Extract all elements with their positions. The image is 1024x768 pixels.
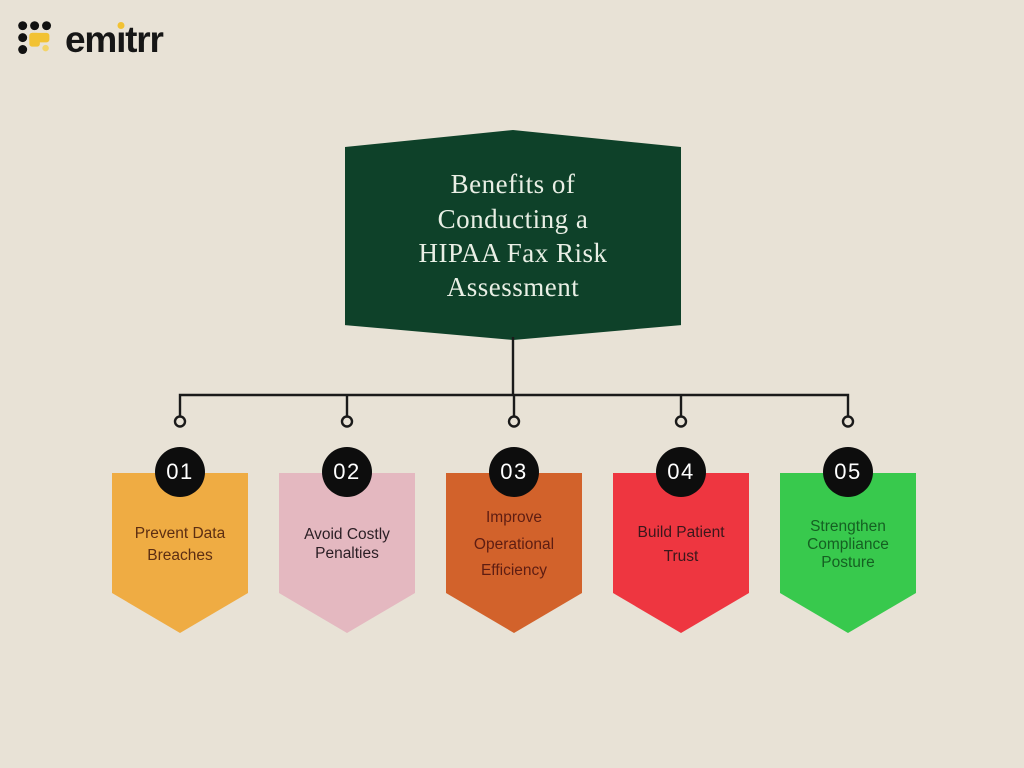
- logo-icon-dots: [18, 21, 52, 55]
- pennant-shape-3: [446, 473, 582, 633]
- logo-text-pre: em: [65, 19, 117, 60]
- benefit-item-2: 02 Avoid Costly Penalties: [279, 447, 415, 637]
- benefit-label-4: Build Patient Trust: [637, 523, 725, 565]
- connector-circle-2: [340, 415, 354, 428]
- benefit-item-5: 05 Strengthen Compliance Posture: [780, 447, 916, 637]
- infographic-title: Benefits of Conducting a HIPAA Fax Risk …: [418, 169, 608, 303]
- number-badge-3: 03: [489, 447, 539, 497]
- logo-letter-i: ı: [116, 19, 126, 62]
- connector-circle-3: [507, 415, 521, 428]
- benefit-label-1: Prevent Data Breaches: [134, 525, 226, 564]
- logo-icon-r-shape: [29, 33, 50, 47]
- benefit-label-5: Strengthen Compliance Posture: [807, 518, 889, 571]
- number-badge-5: 05: [823, 447, 873, 497]
- connector-lines: [178, 337, 850, 416]
- number-badge-2: 02: [322, 447, 372, 497]
- pennant-shape-4: [613, 473, 749, 633]
- benefit-item-3: 03 Improve Operational Efficiency: [446, 447, 582, 637]
- pennant-shape-2: [279, 473, 415, 633]
- connector-circle-1: [173, 415, 187, 428]
- connector-circle-4: [674, 415, 688, 428]
- emitrr-logo-icon: [18, 21, 52, 55]
- number-badge-1: 01: [155, 447, 205, 497]
- benefit-item-4: 04 Build Patient Trust: [613, 447, 749, 637]
- connector-horizontal-line: [178, 393, 850, 416]
- benefit-label-2: Avoid Costly Penalties: [304, 526, 390, 562]
- number-badge-4: 04: [656, 447, 706, 497]
- benefit-label-3: Improve Operational Efficiency: [473, 509, 555, 580]
- logo-i-stem: ı: [116, 19, 126, 60]
- logo-text-post: trr: [125, 19, 164, 60]
- logo-icon-small-dot: [42, 45, 49, 52]
- benefit-item-1: 01 Prevent Data Breaches: [112, 447, 248, 637]
- logo-i-dot: [117, 22, 125, 29]
- pennant-shape-5: [780, 473, 916, 633]
- title-banner: Benefits of Conducting a HIPAA Fax Risk …: [345, 130, 681, 340]
- connector-end-circles: [173, 415, 855, 428]
- pennant-shape-1: [112, 473, 248, 633]
- connector-circle-5: [841, 415, 855, 428]
